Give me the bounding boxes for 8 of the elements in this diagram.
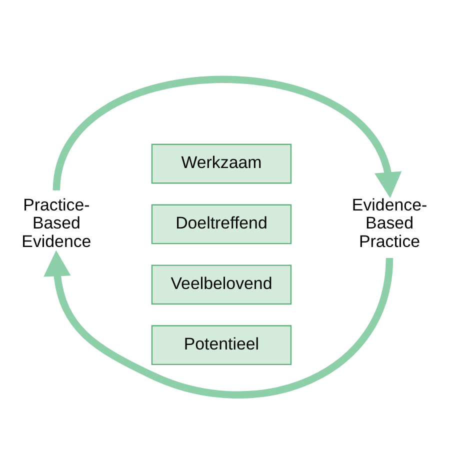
node-text: Evidence-Based Practice <box>352 195 428 250</box>
node-box: Werkzaam <box>151 143 292 184</box>
node-box: Veelbelovend <box>151 264 292 304</box>
node-text: Practice-Based Evidence <box>22 195 92 250</box>
arrow <box>44 250 394 398</box>
arrow <box>52 75 402 198</box>
node-box: Potentieel <box>151 324 292 365</box>
node-box: Doeltreffend <box>151 204 292 244</box>
